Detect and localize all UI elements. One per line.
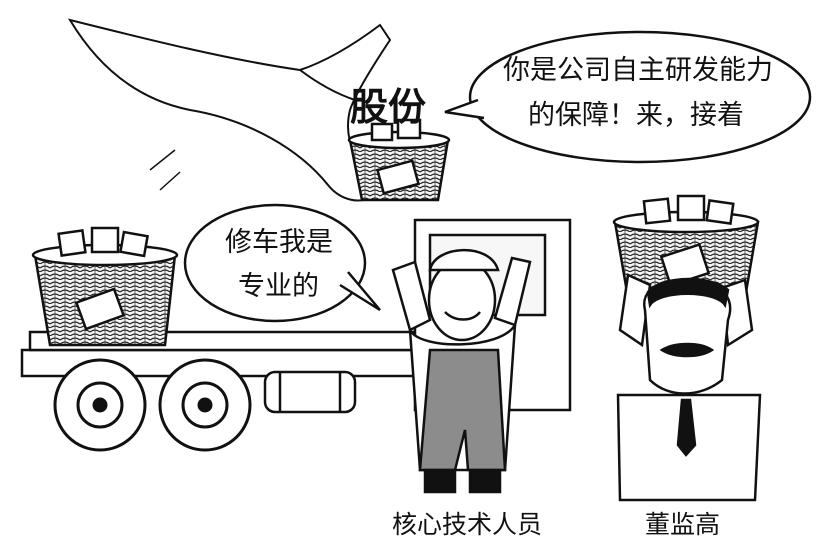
basket-hand	[347, 118, 451, 202]
executive-figure	[616, 273, 762, 502]
caption-executive: 董监高	[645, 510, 721, 539]
speech-bubble-left	[183, 203, 381, 323]
speech-bubble-right	[444, 30, 812, 164]
shares-label: 股份	[350, 85, 427, 129]
bubble-left-line1: 修车我是	[225, 227, 333, 258]
basket-truck	[31, 226, 179, 347]
bubble-left-line2: 专业的	[238, 271, 319, 302]
worker-figure	[391, 248, 532, 494]
bubble-right-line2: 的保障！来，接着	[528, 100, 744, 131]
bubble-right-line1: 你是公司自主研发能力	[503, 55, 773, 86]
truck-wheels	[53, 358, 252, 452]
basket-executive	[612, 194, 760, 300]
caption-worker: 核心技术人员	[392, 510, 543, 539]
giant-hand	[67, 18, 392, 202]
